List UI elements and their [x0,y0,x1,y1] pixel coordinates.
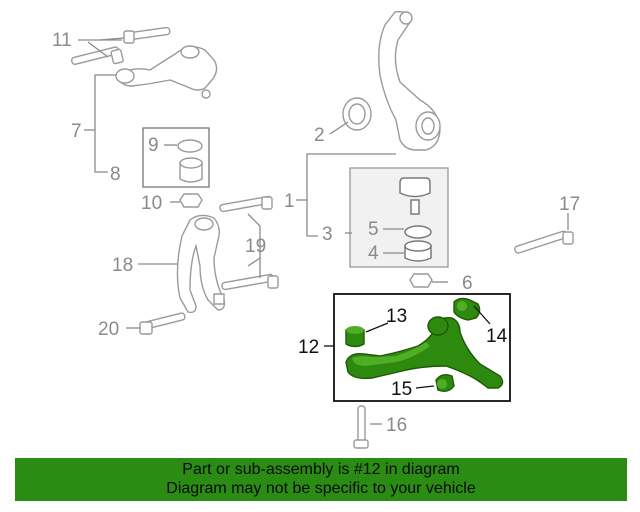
callout-8[interactable]: 8 [110,164,121,185]
banner-line-2: Diagram may not be specific to your vehi… [166,480,476,497]
bolt-11-lower[interactable] [70,46,124,65]
bushing-13[interactable] [345,326,365,348]
dust-seal-2[interactable] [342,97,372,131]
lower-control-arm-12[interactable] [345,316,504,389]
callout-15[interactable]: 15 [391,379,412,400]
callout-2[interactable]: 2 [314,125,325,146]
nut-6[interactable] [409,273,433,288]
callout-12[interactable]: 12 [298,337,319,358]
callout-13[interactable]: 13 [386,306,407,327]
callout-4[interactable]: 4 [368,243,379,264]
upper-control-arm-group [70,26,218,208]
callout-16[interactable]: 16 [386,415,407,436]
ball-joint-kit-box-3[interactable] [349,167,449,268]
callout-17[interactable]: 17 [559,194,580,215]
bolt-17[interactable] [514,230,574,254]
callout-10[interactable]: 10 [141,193,162,214]
callout-1[interactable]: 1 [284,191,295,212]
upper-control-arm[interactable] [117,46,218,91]
callout-14[interactable]: 14 [486,326,508,347]
bushing-14[interactable] [453,297,481,321]
bolt-19-upper[interactable] [219,195,273,213]
nut-10[interactable] [179,193,203,208]
bolt-16[interactable] [353,405,369,449]
highlight-info-banner: Part or sub-assembly is #12 in diagram D… [15,458,627,501]
callout-9[interactable]: 9 [148,135,159,156]
bushing-15[interactable] [435,373,455,393]
callout-19[interactable]: 19 [245,236,266,257]
callout-5[interactable]: 5 [368,219,379,240]
ball-joint-5[interactable] [399,177,431,215]
lower-control-arm-group [324,297,504,393]
banner-line-1: Part or sub-assembly is #12 in diagram [182,461,460,478]
callout-20[interactable]: 20 [98,319,119,340]
callout-18[interactable]: 18 [112,255,133,276]
callout-11[interactable]: 11 [52,30,72,51]
bolt-11-upper[interactable] [123,26,171,44]
knuckle-group [296,11,449,288]
callout-7[interactable]: 7 [71,121,82,142]
callout-3[interactable]: 3 [322,224,333,245]
bolt-19-lower[interactable] [213,273,279,305]
bolt-20[interactable] [139,312,186,335]
damper-fork-18[interactable] [176,214,226,314]
damper-fork-group [126,195,279,335]
callout-6[interactable]: 6 [462,273,473,294]
